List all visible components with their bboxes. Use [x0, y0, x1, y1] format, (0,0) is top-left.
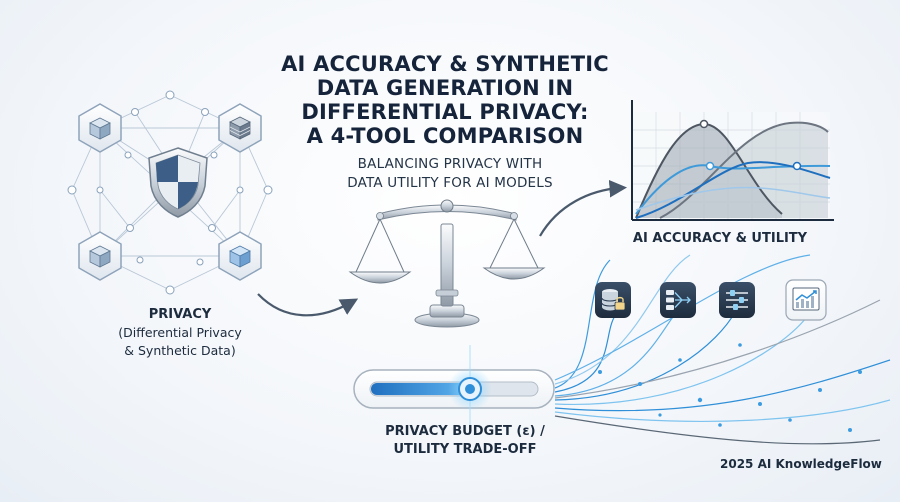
- curve-blue-low: [635, 161, 831, 219]
- privacy-label: PRIVACY (Differential Privacy & Syntheti…: [95, 306, 265, 360]
- privacy-budget-slider[interactable]: [353, 345, 555, 432]
- subtitle-line: DATA UTILITY FOR AI MODELS: [347, 175, 553, 191]
- hex-node-top-left: [78, 103, 122, 153]
- hex-node-bottom-left: [78, 231, 122, 281]
- title-line: A 4-TOOL COMPARISON: [306, 124, 584, 148]
- trend-chart-icon: [792, 287, 820, 311]
- footer-credit: 2025 AI KnowledgeFlow: [720, 457, 882, 471]
- privacy-desc-line: & Synthetic Data): [124, 343, 236, 358]
- shield-icon: [148, 147, 208, 218]
- title-line: AI ACCURACY & SYNTHETIC: [281, 52, 609, 76]
- budget-label-line: UTILITY TRADE-OFF: [393, 442, 537, 457]
- database-lock-icon: [601, 289, 626, 311]
- hex-node-top-right: [218, 103, 262, 153]
- data-flow-lines: [554, 254, 891, 445]
- stack-cube-icon: [229, 116, 251, 140]
- title-line: DATA GENERATION IN: [316, 76, 574, 100]
- curve-light-gray: [659, 121, 829, 219]
- accuracy-label: AI ACCURACY & UTILITY: [632, 231, 808, 246]
- cube-icon: [229, 245, 251, 268]
- privacy-heading: PRIVACY: [148, 307, 212, 322]
- page-subtitle: BALANCING PRIVACY WITH DATA UTILITY FOR …: [300, 155, 600, 193]
- tool-tile-flow: [660, 282, 696, 318]
- hex-node-bottom-right: [218, 231, 262, 281]
- arrow-scale-to-chart: [539, 179, 628, 237]
- flow-dots: [598, 343, 862, 432]
- tool-tile-database: [595, 282, 631, 318]
- sliders-icon: [726, 290, 748, 310]
- tool-tile-trend: [785, 279, 827, 321]
- data-flow-icon: [666, 290, 691, 310]
- privacy-desc-line: (Differential Privacy: [118, 325, 242, 340]
- tool-tile-sliders: [719, 282, 755, 318]
- title-line: DIFFERENTIAL PRIVACY:: [301, 100, 589, 124]
- arrow-privacy-to-scale: [257, 293, 359, 317]
- subtitle-line: BALANCING PRIVACY WITH: [357, 156, 543, 172]
- cube-icon: [89, 245, 111, 268]
- accuracy-chart: [631, 100, 834, 221]
- budget-label: PRIVACY BUDGET (ε) / UTILITY TRADE-OFF: [360, 423, 570, 459]
- page-title: AI ACCURACY & SYNTHETIC DATA GENERATION …: [255, 52, 635, 148]
- balance-scale-icon: [348, 199, 546, 328]
- budget-label-line: PRIVACY BUDGET (ε) /: [385, 424, 545, 439]
- cube-icon: [89, 117, 111, 140]
- network-nodes: [67, 90, 273, 295]
- curve-faint: [635, 186, 831, 211]
